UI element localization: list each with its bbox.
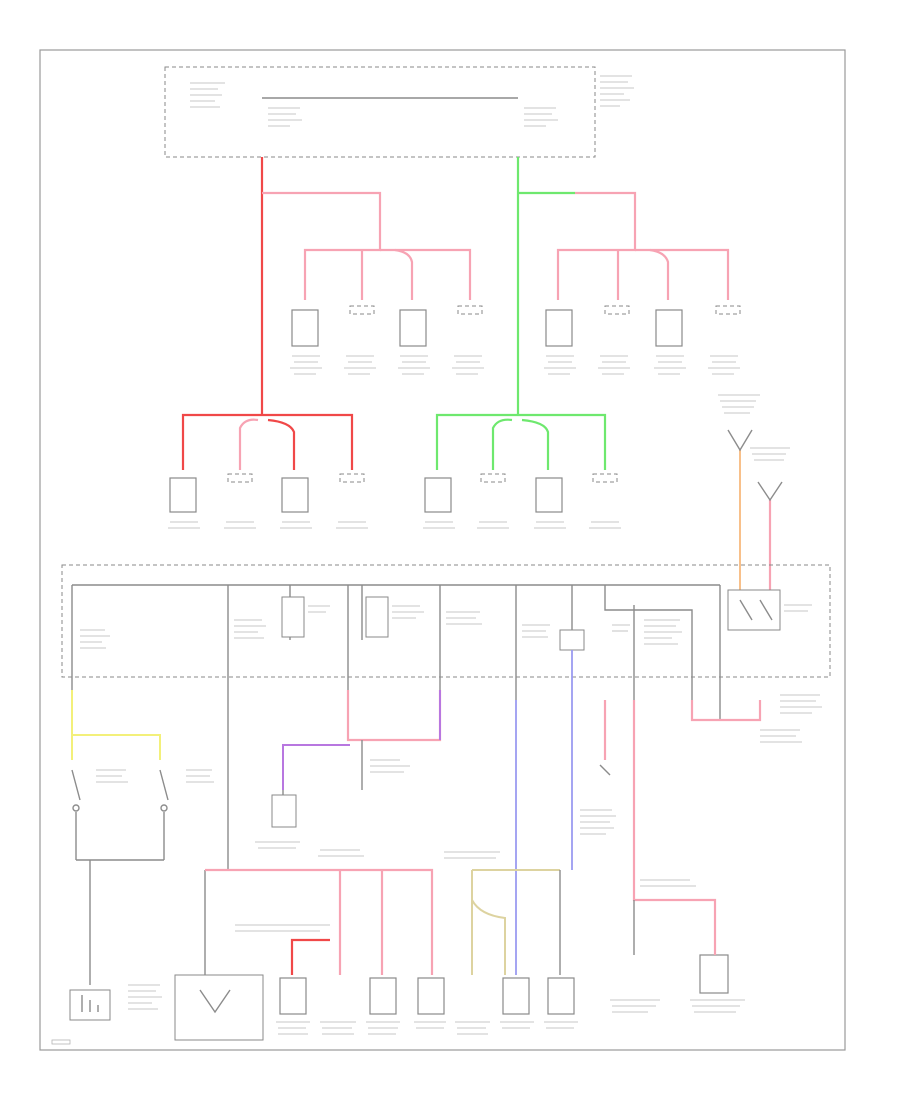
injector-8 [715, 305, 741, 315]
lower-modules [279, 954, 729, 1015]
instrument-junction-box [61, 564, 831, 678]
coil-6 [480, 473, 506, 483]
lower-relay-box [174, 974, 264, 1041]
diagram-frame [39, 49, 846, 1051]
module-6 [502, 977, 530, 1015]
junction-relays [281, 589, 781, 638]
relay-switch [727, 589, 781, 631]
injector-1 [291, 309, 319, 347]
coil-4 [339, 473, 365, 483]
module-3 [369, 977, 397, 1015]
injector-2 [349, 305, 375, 315]
relay-a [281, 596, 305, 638]
coil-5 [424, 477, 452, 513]
coil-1 [169, 477, 197, 513]
injector-7 [655, 309, 683, 347]
coil-8 [592, 473, 618, 483]
lower-labels [96, 694, 822, 1035]
injector-3 [399, 309, 427, 347]
right-lower-wiring [599, 700, 762, 955]
brake-switch-wiring [71, 690, 169, 985]
diagram-id-mark [51, 1039, 71, 1045]
injector-bank-right-wiring [518, 191, 730, 300]
injector-bank-left-wiring [262, 191, 472, 300]
injector-4 [457, 305, 483, 315]
junction-drops [71, 585, 721, 870]
injector-6 [604, 305, 630, 315]
junction-labels [80, 604, 812, 649]
coil-labels [168, 521, 621, 529]
relay-b [365, 596, 389, 638]
module-1 [279, 977, 307, 1015]
coil-3 [281, 477, 309, 513]
blue-circuits [471, 650, 573, 975]
module-7 [547, 977, 575, 1015]
injector-row [291, 305, 741, 347]
module-9 [699, 954, 729, 994]
fuse-relay-box [164, 66, 596, 158]
injector-5 [545, 309, 573, 347]
center-module-wiring [271, 690, 442, 828]
coil-7 [535, 477, 563, 513]
coil-2 [227, 473, 253, 483]
ground-symbol [69, 989, 111, 1021]
injector-labels [290, 355, 740, 375]
lower-bus [205, 868, 434, 975]
lower-relay-switch [199, 989, 231, 1014]
module-4 [417, 977, 445, 1015]
fuse-box-text [190, 75, 634, 127]
coil-bank-left-wiring [181, 413, 354, 470]
coil-row [169, 473, 618, 513]
sensor-wiring-right [718, 394, 790, 600]
coil-bank-right-wiring [435, 413, 607, 470]
